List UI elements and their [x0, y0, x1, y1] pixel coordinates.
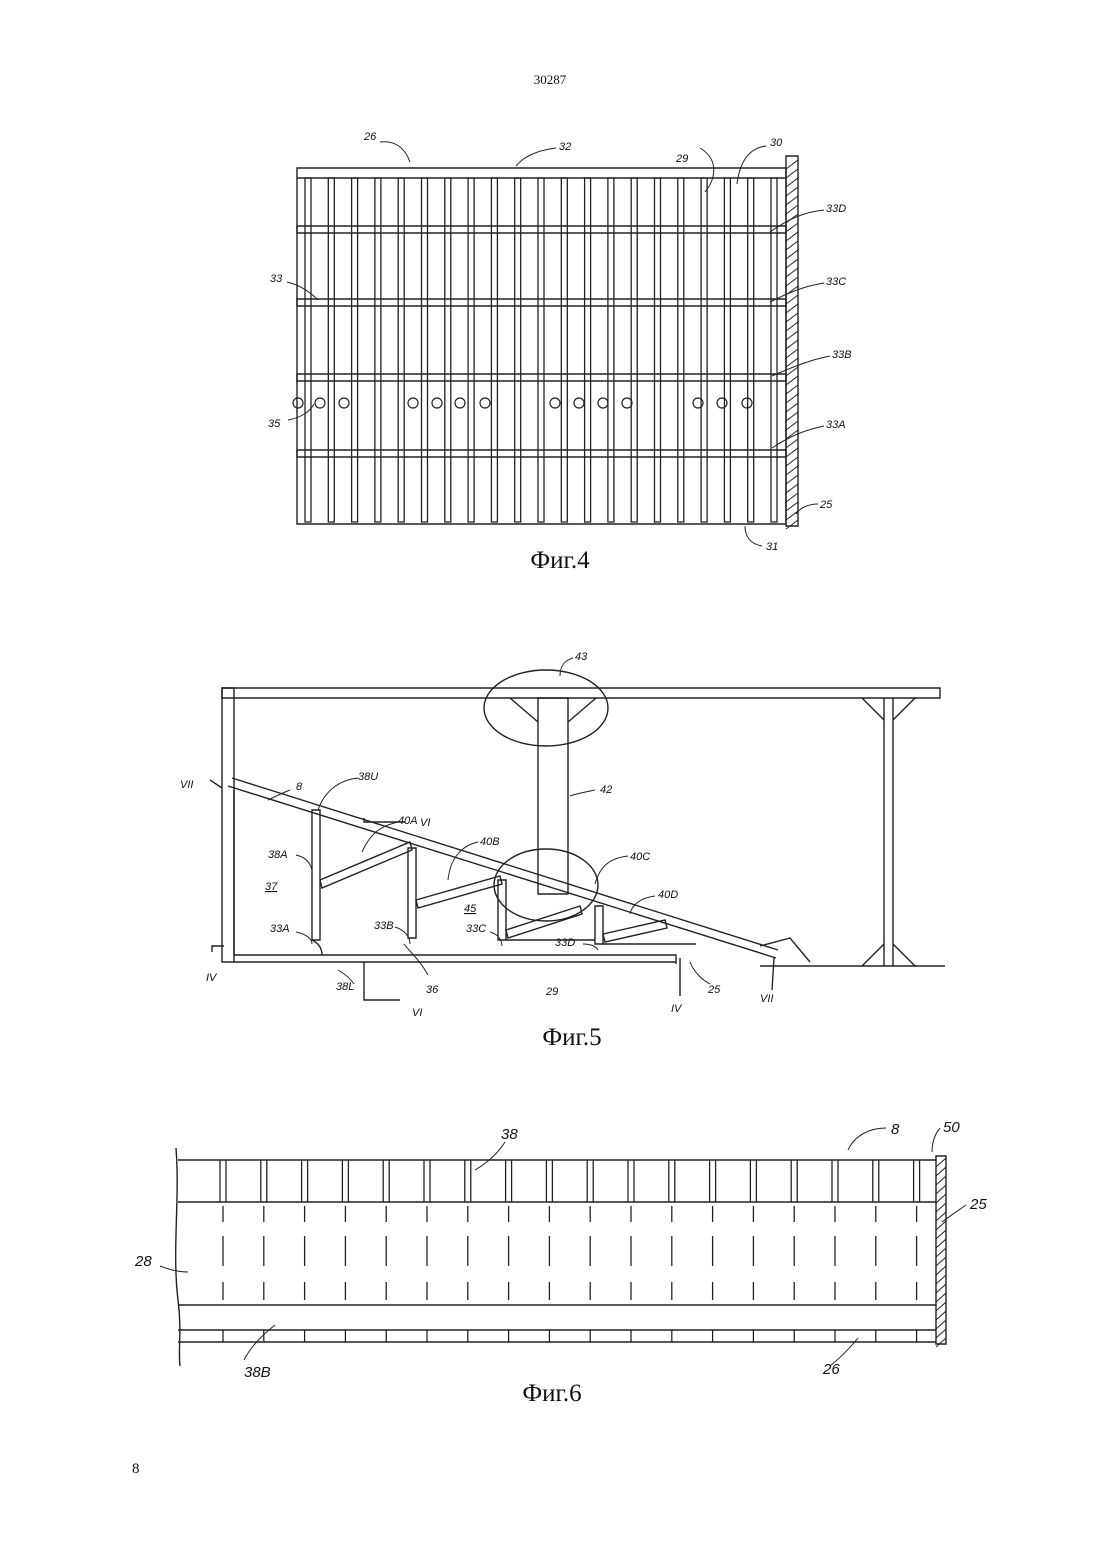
fig6-wall-hatch	[936, 1158, 946, 1347]
fig6-hatch-line	[936, 1257, 946, 1266]
fig6-label-38B: 38B	[244, 1364, 271, 1381]
fig6-hatch-line	[936, 1203, 946, 1212]
fig6-hatch-line	[936, 1311, 946, 1320]
fig6-hatch-line	[936, 1194, 946, 1203]
fig6-hatch-line	[936, 1239, 946, 1248]
page-number: 8	[132, 1461, 140, 1478]
fig6-hatch-line	[936, 1248, 946, 1257]
fig6-label-25: 25	[969, 1196, 987, 1213]
fig6-label-38: 38	[501, 1126, 518, 1143]
fig6-hatch-line	[936, 1158, 946, 1167]
fig6-hatch-line	[936, 1185, 946, 1194]
fig6-label-8: 8	[891, 1121, 900, 1138]
fig6-hatch-line	[936, 1329, 946, 1338]
fig6-posts	[220, 1160, 920, 1342]
fig6-hatch-line	[936, 1320, 946, 1329]
fig6-hatch-line	[936, 1284, 946, 1293]
fig6-hatch-line	[936, 1275, 946, 1284]
fig6-caption: Фиг.6	[452, 1380, 652, 1408]
fig6-hatch-line	[936, 1230, 946, 1239]
fig6-label-26: 26	[822, 1361, 840, 1378]
fig6-hatch-line	[936, 1293, 946, 1302]
fig6-hatch-line	[936, 1167, 946, 1176]
fig6-label-28: 28	[134, 1253, 152, 1270]
fig6-hatch-line	[936, 1266, 946, 1275]
fig6-hatch-line	[936, 1176, 946, 1185]
fig6-hatch-line	[936, 1302, 946, 1311]
fig6-hatch-line	[936, 1221, 946, 1230]
fig6-hatch-line	[936, 1338, 946, 1347]
fig6-label-50: 50	[943, 1119, 960, 1136]
fig6-break-line	[176, 1148, 180, 1366]
